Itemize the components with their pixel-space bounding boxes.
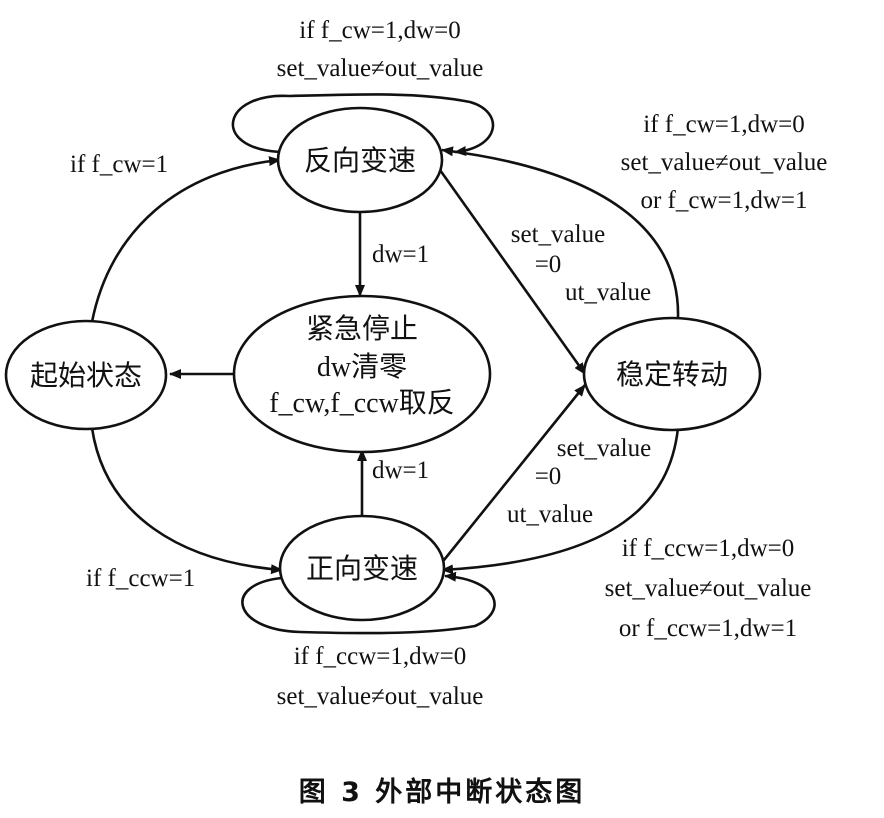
- edge-reverse-to-stable: [438, 169, 587, 375]
- edge-reverse-self-loop: [231, 93, 495, 156]
- node-reverse-speed: 反向变速: [276, 106, 444, 214]
- label-start-to-reverse: if f_cw=1: [70, 151, 168, 178]
- label-forward-to-stop: dw=1: [372, 457, 429, 484]
- label-reverse-to-stable-line-3: ut_value: [565, 279, 651, 306]
- node-reverse-speed-label: 反向变速: [304, 144, 416, 177]
- edge-stable-to-forward: [441, 427, 680, 575]
- label-stable-to-reverse-line-3: or f_cw=1,dw=1: [640, 187, 807, 214]
- node-initial-state: 起始状态: [4, 319, 168, 431]
- node-emergency-stop-line-3: f_cw,f_ccw取反: [269, 387, 455, 419]
- label-stable-to-forward-line-1: if f_ccw=1,dw=0: [622, 535, 795, 562]
- node-forward-speed-label: 正向变速: [306, 552, 418, 585]
- node-emergency-stop-line-1: 紧急停止: [306, 312, 418, 345]
- label-stable-to-reverse-line-1: if f_cw=1,dw=0: [643, 111, 805, 138]
- label-reverse-to-stop: dw=1: [372, 241, 429, 268]
- node-stable-rotation: 稳定转动: [582, 316, 762, 432]
- edge-start-to-forward: [90, 427, 283, 575]
- label-stable-to-reverse-line-2: set_value≠out_value: [621, 149, 828, 176]
- figure-caption: 图 3 外部中断状态图: [298, 777, 586, 808]
- label-reverse-loop-line-2: set_value≠out_value: [277, 55, 484, 82]
- label-stable-to-forward-line-3: or f_ccw=1,dw=1: [619, 615, 797, 642]
- node-stable-rotation-label: 稳定转动: [616, 358, 728, 391]
- edge-stable-to-reverse: [441, 146, 680, 319]
- label-reverse-to-stable-line-2: =0: [535, 251, 562, 278]
- label-forward-to-stable-line-3: ut_value: [507, 501, 593, 528]
- node-emergency-stop: 紧急停止 dw清零 f_cw,f_ccw取反: [232, 294, 492, 454]
- state-diagram: 反向变速 紧急停止 dw清零 f_cw,f_ccw取反 起始状态 稳定转动 正向…: [4, 17, 828, 710]
- label-reverse-to-stable-line-1: set_value: [511, 221, 605, 248]
- label-stable-to-forward-line-2: set_value≠out_value: [605, 575, 812, 602]
- edge-forward-to-stable: [438, 384, 587, 566]
- label-forward-loop-line-1: if f_ccw=1,dw=0: [294, 643, 467, 670]
- label-forward-loop-line-2: set_value≠out_value: [277, 683, 484, 710]
- node-initial-state-label: 起始状态: [30, 359, 142, 392]
- edge-start-to-reverse: [90, 156, 281, 323]
- label-start-to-forward: if f_ccw=1: [86, 565, 195, 592]
- node-emergency-stop-line-2: dw清零: [317, 351, 407, 383]
- label-reverse-loop-line-1: if f_cw=1,dw=0: [299, 17, 461, 44]
- edge-forward-self-loop: [241, 571, 496, 635]
- label-forward-to-stable-line-2: =0: [535, 463, 562, 490]
- node-forward-speed: 正向变速: [278, 514, 446, 622]
- label-forward-to-stable-line-1: set_value: [557, 435, 651, 462]
